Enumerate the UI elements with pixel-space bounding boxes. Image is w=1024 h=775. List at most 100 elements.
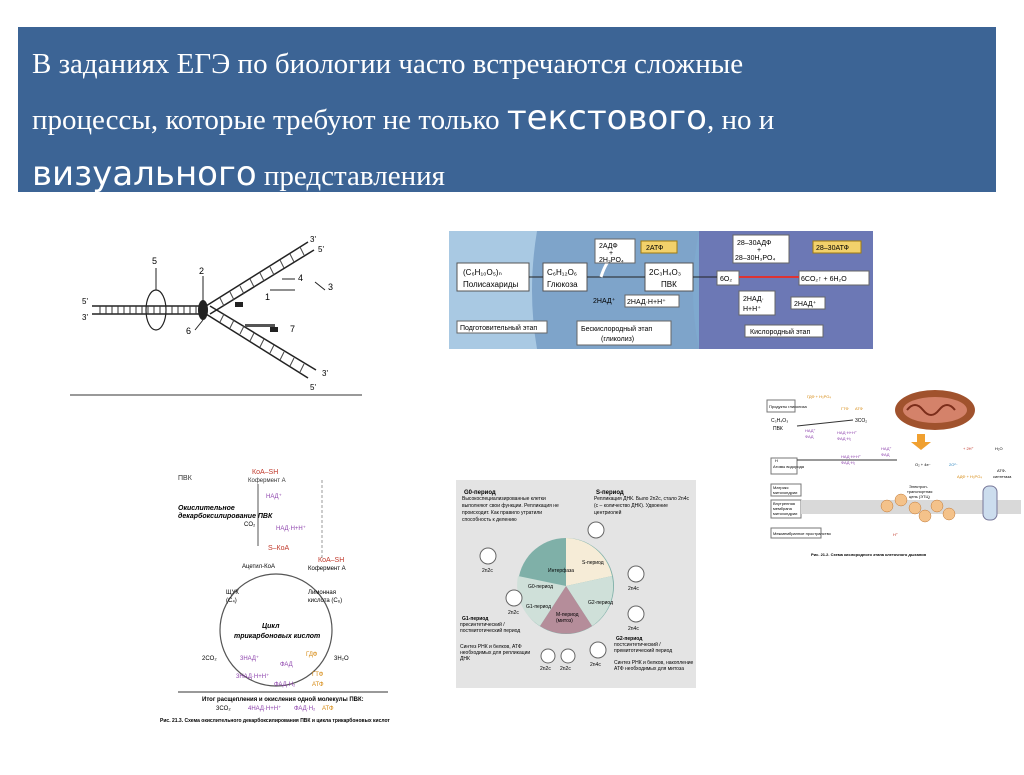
end-top-1: 3' — [310, 235, 316, 244]
end-left-bottom: 3' — [82, 313, 88, 322]
nad2c: 2НАД⁺ — [794, 300, 817, 308]
hydrogen-atoms: Атомы водорода — [773, 464, 805, 469]
kislota: кислота (C₆) — [308, 598, 342, 604]
inner-g2: G2-период — [588, 600, 613, 606]
polysaccharide-formula: (C₆H₁₀O₅)ₙ — [463, 268, 502, 277]
fad: ФАД — [805, 434, 814, 439]
krebs-cycle-figure: ПВК КоА–SH Кофермент А Окислительное дек… — [158, 460, 394, 726]
nadh-cycle: 3НАД·H+H⁺ — [236, 673, 269, 680]
summary-atp: АТФ — [322, 706, 334, 712]
end-left-top: 5' — [82, 297, 88, 306]
matrix-1: Матрикс — [773, 485, 789, 490]
plus1: + — [609, 250, 613, 257]
ploidy-1: 2n2c — [482, 568, 493, 574]
krebs-cycle-svg: ПВК КоА–SH Кофермент А Окислительное дек… — [160, 469, 390, 724]
nadh: НАД·H+H⁺ — [837, 430, 857, 435]
nad-cycle: 3НАД⁺ — [240, 655, 259, 662]
ploidy-4: 2n4c — [628, 626, 639, 632]
ets-2: транспортная — [907, 489, 932, 494]
end-bottom-1: 5' — [310, 383, 316, 392]
energy-metabolism-figure: (C₆H₁₀O₅)ₙ Полисахариды C₆H₁₂O₆ Глюкоза … — [449, 231, 873, 349]
banner-text-2c: , но и — [706, 104, 775, 136]
g2-title: G2-период — [616, 636, 643, 642]
decarbox-title-1: Окислительное — [178, 505, 235, 512]
ploidy-5: 2n2c — [540, 666, 551, 672]
cycle-title-1: Цикл — [262, 623, 280, 630]
g2-more: Синтез РНК и белков, накопление АТФ необ… — [614, 660, 694, 672]
h-plus-top: + 2H⁺ — [963, 446, 974, 451]
h-plus-bottom: H⁺ — [893, 532, 898, 537]
label-3: 3 — [328, 282, 333, 292]
decarbox-title-2: декарбоксилирование ПВК — [178, 512, 273, 520]
limon: Лимонная — [308, 590, 336, 596]
inner-membrane-3: митохондрии — [773, 511, 797, 516]
banner-line-2: процессы, которые требуют не только текс… — [32, 91, 982, 147]
cycle-title-2: трикарбоновых кислот — [234, 632, 320, 640]
ets-3: цепь (ЭТЦ) — [909, 494, 930, 499]
pvk-name: ПВК — [661, 280, 677, 289]
gtp: ГТФ — [841, 406, 849, 411]
hydrogen: H — [775, 458, 778, 463]
co2: 3CO₂ — [855, 418, 867, 424]
label-5: 5 — [152, 256, 157, 266]
pvk-formula: 2C₃H₄O₃ — [649, 268, 681, 277]
inner-membrane-2: мембрана — [773, 506, 793, 511]
inner-s: S-период — [582, 560, 604, 566]
atp1: 2АТФ — [646, 245, 663, 252]
banner-line-1: В заданиях ЕГЭ по биологии часто встреча… — [32, 37, 982, 91]
phos1: 2H₃PO₄ — [599, 257, 624, 264]
oxygen: 6O₂ — [720, 276, 732, 283]
adp: АДФ + H₃PO₄ — [957, 474, 982, 479]
banner-text-2a: процессы, которые требуют не только — [32, 104, 507, 136]
atp-synthase-1: АТФ- — [997, 468, 1007, 473]
inner-g0: G0-период — [528, 584, 553, 590]
matrix-2: митохондрии — [773, 490, 797, 495]
summary-title: Итог расщепления и окисления одной молек… — [202, 696, 364, 703]
pvk-label: ПВК — [773, 426, 783, 432]
fadh: ФАД·H₂ — [837, 436, 852, 441]
intermembrane-space: Межмембранное пространство — [773, 531, 832, 536]
co2-cycle: 2CO₂ — [202, 656, 217, 662]
koa-sh-bottom: КоА–SH — [318, 557, 344, 564]
fad-cycle: ФАД — [280, 662, 293, 668]
krebs-caption: Рис. 21.3. Схема окислительного декарбок… — [160, 717, 390, 724]
glycolysis-products: Продукты гликолиза — [769, 404, 807, 409]
glucose-name: Глюкоза — [547, 280, 578, 289]
adp2: 28–30АДФ — [737, 240, 771, 247]
cell-cycle-svg: G0-период Высокоспециализированные клетк… — [460, 490, 694, 672]
gdp: ГДФ + H₃PO₄ — [807, 394, 831, 399]
s-title: S-период — [596, 490, 624, 496]
phos2: 28–30H₃PO₄ — [735, 255, 775, 262]
gdf-cycle: ГДФ — [306, 652, 318, 658]
summary-nadh: 4НАД·H+H⁺ — [248, 705, 281, 712]
ets-1: Электрон- — [909, 484, 929, 489]
energy-metabolism-svg: (C₆H₁₀O₅)ₙ Полисахариды C₆H₁₂O₆ Глюкоза … — [449, 231, 873, 349]
stage-anaerobic: Бескислородный этап — [581, 325, 652, 333]
label-6: 6 — [186, 326, 191, 336]
inner-g1: G1-период — [526, 604, 551, 610]
oxygen-electrons: O₂ + 4e⁻ — [915, 462, 931, 467]
inner-interphase: Интерфаза — [548, 568, 574, 574]
ploidy-7: 2n4c — [590, 662, 601, 668]
banner-text-3b: представления — [256, 160, 445, 192]
mitochondria-figure: Продукты гликолиза C₃H₄O₃ ПВК ГДФ + H₃PO… — [757, 388, 1024, 560]
nad1: 2НАД⁺ — [593, 297, 616, 305]
mito-caption: Рис. 21.2. Схема кислородного этапа клет… — [811, 552, 927, 557]
ploidy-2: 2n2c — [508, 610, 519, 616]
fadh-cycle: ФАД·H₂ — [274, 682, 296, 688]
end-top-2: 5' — [318, 245, 324, 254]
end-bottom-2: 3' — [322, 369, 328, 378]
cell-cycle-figure: G0-период Высокоспециализированные клетк… — [456, 480, 696, 688]
pvk-formula: C₃H₄O₃ — [771, 418, 788, 424]
nad2b: H+H⁺ — [743, 305, 761, 313]
mitochondria-svg: Продукты гликолиза C₃H₄O₃ ПВК ГДФ + H₃PO… — [766, 390, 1021, 557]
label-2: 2 — [199, 266, 204, 276]
stage-glycolysis: (гликолиз) — [601, 336, 634, 343]
atf-cycle: АТФ — [312, 682, 324, 688]
nadh2: НАД·H+H⁺ — [841, 454, 861, 459]
atp: АТФ — [855, 406, 863, 411]
nad: НАД⁺ — [805, 428, 816, 433]
g0-title: G0-период — [464, 490, 496, 496]
co2-water: 6CO₂↑ + 6H₂O — [801, 276, 847, 283]
water-cycle: 3H₂O — [334, 656, 349, 662]
